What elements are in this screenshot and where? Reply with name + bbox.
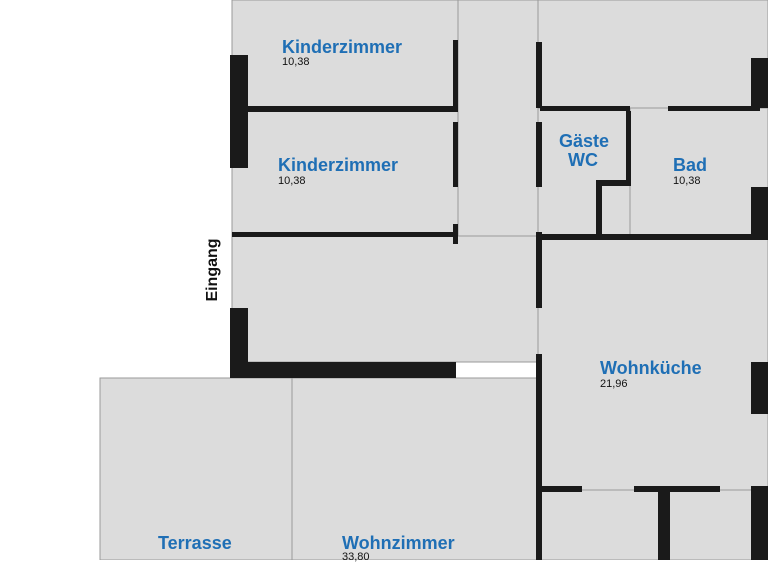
room-kinderzimmer-top: [231, 0, 459, 109]
wall-lower-divider: [658, 486, 670, 560]
room-label-wohnkueche: Wohnküche: [600, 358, 702, 378]
wall-wc-bath-divider: [626, 111, 631, 186]
room-bottom-right: [537, 489, 768, 560]
room-label-bad: Bad: [673, 155, 708, 175]
room-label-gaeste-wc-line2: WC: [568, 150, 598, 170]
room-top-right: [537, 0, 768, 109]
wall-kinderzimmer-mid-right: [453, 122, 458, 187]
wall-kinderzimmer-divider: [244, 106, 458, 112]
room-area-wohnkueche: 21,96: [600, 378, 628, 390]
wall-wc-step-vertical: [596, 180, 602, 236]
wall-entrance-lower: [230, 308, 248, 378]
room-label-terrasse: Terrasse: [158, 533, 232, 553]
room-bad: [629, 107, 768, 237]
room-wohnzimmer: [291, 377, 539, 560]
entrance-label: Eingang: [204, 238, 221, 302]
room-area-kinderzimmer-2: 10,38: [278, 175, 306, 187]
room-gaeste-wc: [537, 107, 631, 237]
room-kinderzimmer-middle: [231, 107, 459, 237]
wall-right-kitchen: [751, 362, 768, 414]
wall-corridor-right-middle: [536, 122, 542, 187]
wall-right-bottom: [751, 486, 768, 560]
room-terrasse: [99, 377, 293, 560]
wall-kitchen-bottom-mid: [634, 486, 720, 492]
wall-bath-top-right: [668, 106, 760, 111]
wall-right-upper: [751, 58, 768, 108]
wall-corridor-right-upper: [536, 42, 542, 108]
room-label-kinderzimmer-2: Kinderzimmer: [278, 155, 399, 175]
hallway-lower: [231, 235, 539, 363]
wall-kinderzimmer-corner: [453, 224, 458, 244]
room-wohnkueche: [537, 235, 768, 491]
wall-kinderzimmer-top-right: [453, 40, 458, 108]
wall-hall-bottom: [230, 362, 456, 378]
wall-kitchen-bottom-left: [540, 486, 582, 492]
wall-right-bath: [751, 187, 768, 240]
room-label-gaeste-wc-line1: Gäste: [559, 131, 610, 151]
wall-corridor-right-lower: [536, 232, 542, 308]
wall-kitchen-left: [536, 354, 542, 560]
wall-entrance-upper: [230, 55, 248, 168]
wall-bath-bottom: [540, 234, 768, 240]
room-label-kinderzimmer-1: Kinderzimmer: [282, 37, 403, 57]
wall-wc-step-horizontal: [596, 180, 631, 186]
room-label-wohnzimmer: Wohnzimmer: [342, 533, 455, 553]
wall-kinderzimmer-bottom: [232, 232, 454, 237]
room-area-bad: 10,38: [673, 175, 701, 187]
wall-bath-top-left: [540, 106, 630, 111]
room-area-wohnzimmer: 33,80: [342, 551, 370, 563]
room-area-kinderzimmer-1: 10,38: [282, 56, 310, 68]
